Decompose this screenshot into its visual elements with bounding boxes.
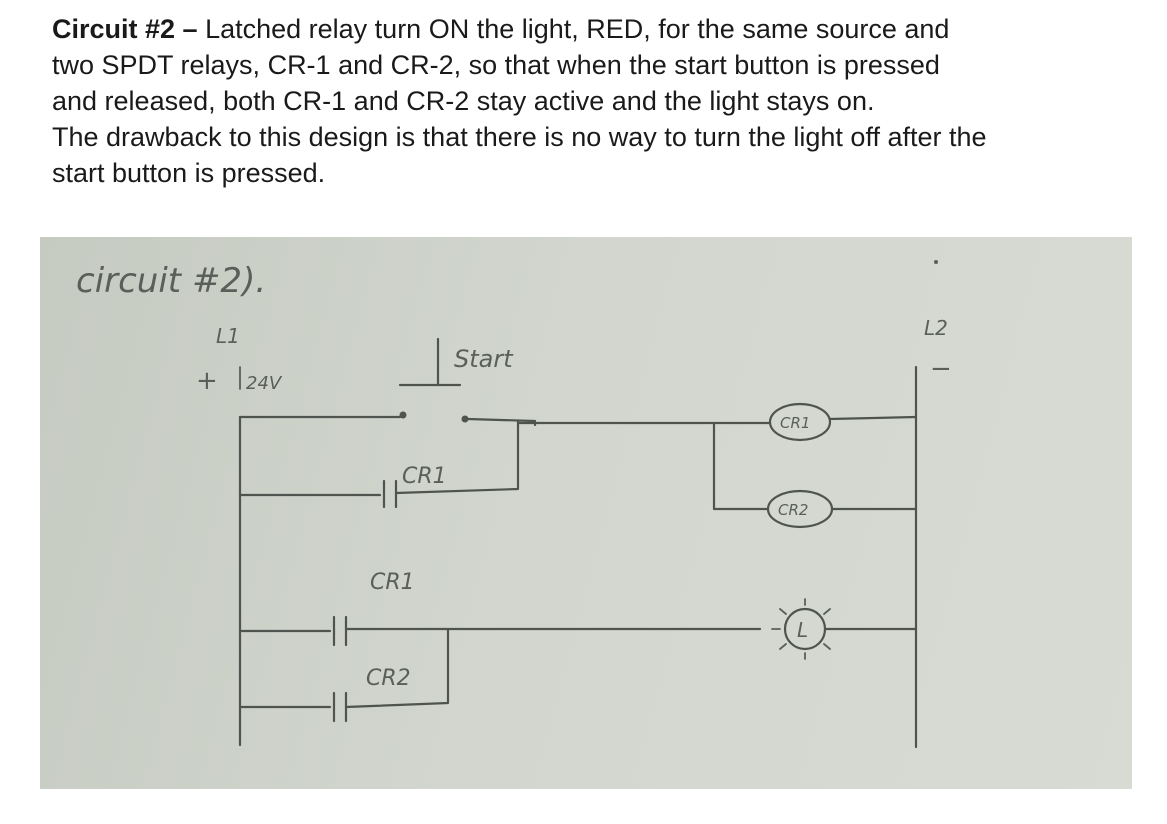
description-line-1: Circuit #2 – Latched relay turn ON the l… [52, 11, 1152, 47]
description-line-1-rest: Latched relay turn ON the light, RED, fo… [197, 14, 950, 44]
coil-cr2-label: CR2 [778, 501, 808, 519]
cr1-lamp-label: CR1 [370, 570, 415, 595]
cr2-label: CR2 [366, 666, 411, 691]
lamp-label: L [797, 618, 808, 642]
cr2-right-wire [344, 627, 450, 709]
description-line-2: two SPDT relays, CR-1 and CR-2, so that … [52, 50, 940, 80]
circuit-title: Circuit #2 – [52, 14, 198, 44]
description-text: Circuit #2 – Latched relay turn ON the l… [52, 11, 1152, 191]
ladder-diagram: circuit #2). L1 + 24V L2 − Start [76, 260, 952, 749]
right-polarity: − [930, 354, 952, 384]
cr1-seal-label: CR1 [402, 464, 447, 489]
sealin-right-wire [394, 419, 520, 495]
start-contact-left [399, 411, 407, 419]
description-line-4: The drawback to this design is that ther… [52, 122, 987, 152]
coil-cr1-label: CR1 [780, 414, 810, 432]
coil-cr1-right-wire [828, 415, 918, 421]
left-polarity: + [196, 366, 218, 396]
description-line-3: and released, both CR-1 and CR-2 stay ac… [52, 86, 875, 116]
coil-cr1 [768, 402, 832, 442]
right-rail-label: L2 [924, 316, 948, 340]
diagram-heading: circuit #2). [76, 261, 266, 301]
lamp-icon [771, 598, 831, 660]
circuit-photo: circuit #2). L1 + 24V L2 − Start [40, 237, 1132, 789]
voltage-label: 24V [246, 373, 283, 394]
description-line-5: start button is pressed. [52, 158, 326, 188]
coil-branch-wire [712, 421, 770, 511]
start-label: Start [454, 345, 514, 373]
start-contact-right [461, 415, 469, 423]
left-rail-label: L1 [216, 324, 240, 348]
ink-dot [934, 260, 938, 264]
